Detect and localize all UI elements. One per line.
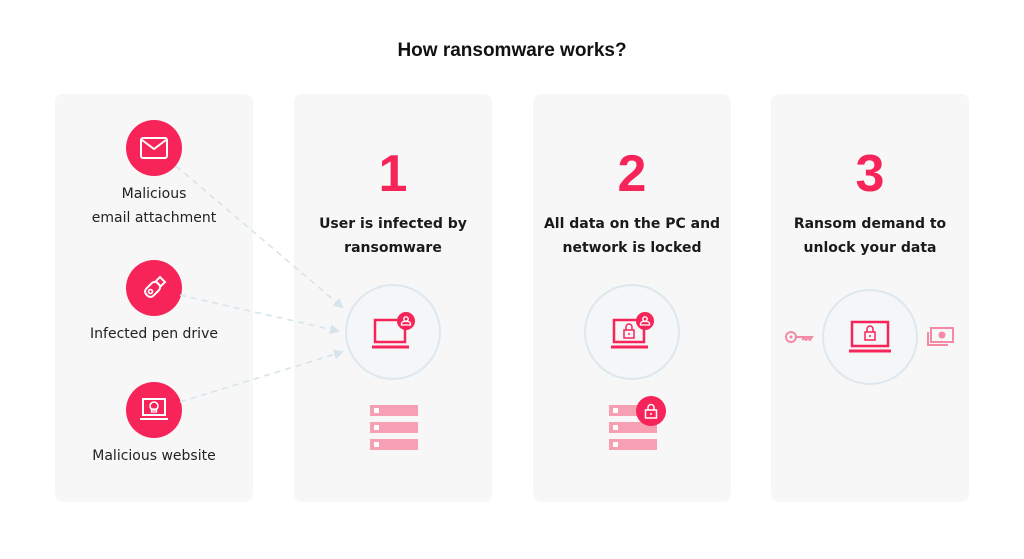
step-description: Ransom demand to — [793, 216, 947, 232]
step-description: ransomware — [344, 240, 442, 256]
key-icon — [785, 329, 815, 349]
money-icon — [925, 326, 955, 352]
laptop-locked-icon — [822, 289, 918, 385]
laptop-user-icon — [345, 284, 441, 380]
step-3-panel: 3 Ransom demand to unlock your data — [771, 94, 969, 502]
server-stack-icon — [370, 405, 418, 456]
laptop-skull-icon — [126, 382, 182, 438]
source-label: Malicious — [121, 186, 187, 202]
source-website: Malicious website — [55, 382, 253, 468]
source-label: email attachment — [91, 210, 217, 226]
step-description: User is infected by — [319, 216, 467, 232]
step-number: 3 — [855, 145, 885, 203]
diagram-title: How ransomware works? — [397, 40, 627, 61]
source-pen-drive: Infected pen drive — [55, 260, 253, 346]
lock-badge-icon — [636, 396, 666, 426]
envelope-icon — [126, 120, 182, 176]
laptop-locked-user-icon — [584, 284, 680, 380]
source-email: Malicious email attachment — [55, 120, 253, 230]
usb-drive-icon — [126, 260, 182, 316]
source-label: Malicious website — [92, 448, 216, 464]
step-description: network is locked — [562, 240, 702, 256]
step-description: All data on the PC and — [543, 216, 721, 232]
step-description: unlock your data — [803, 240, 937, 256]
source-label: Infected pen drive — [90, 326, 218, 342]
sources-panel: Malicious email attachment Infected pen … — [55, 94, 253, 502]
step-1-panel: 1 User is infected by ransomware — [294, 94, 492, 502]
server-stack-icon — [609, 405, 657, 456]
step-2-panel: 2 All data on the PC and network is lock… — [533, 94, 731, 502]
step-number: 2 — [617, 145, 647, 203]
step-number: 1 — [378, 145, 408, 203]
